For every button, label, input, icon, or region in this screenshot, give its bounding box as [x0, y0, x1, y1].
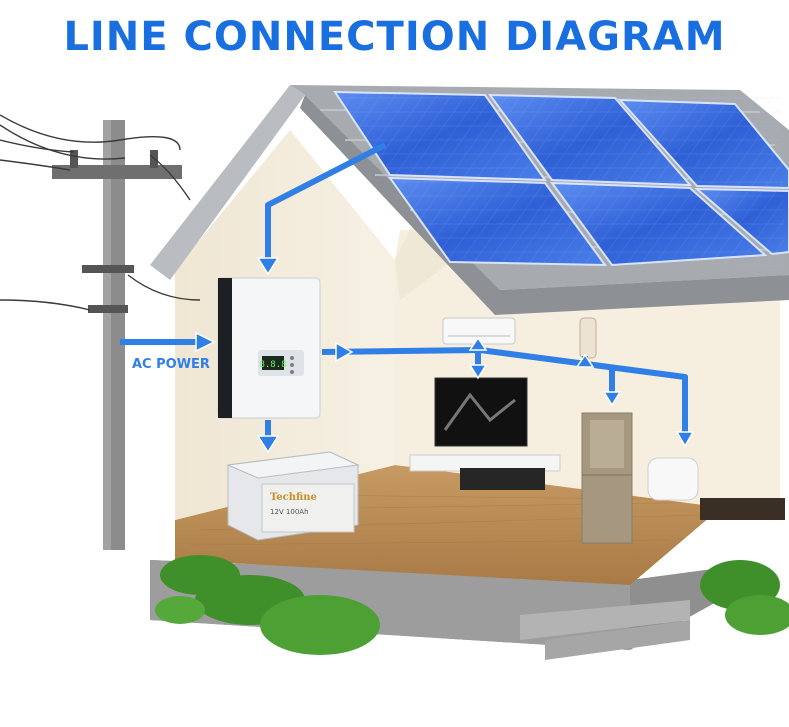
solar-to-inverter-line [265, 142, 387, 262]
battery-icon: Techfine 12V 100Ah [226, 451, 360, 541]
diagram-title: LINE CONNECTION DIAGRAM [63, 14, 726, 60]
ac-power-label: AC POWER [132, 357, 210, 372]
arrow-right-load [335, 341, 354, 363]
arrow-down-inverter [256, 257, 280, 276]
flow-arrows [195, 257, 695, 454]
tv-icon [409, 377, 561, 490]
appliance-icon [647, 457, 785, 520]
lamp-icon [579, 317, 597, 359]
arrow-down-tv [468, 364, 488, 380]
solar-panel-array [330, 90, 789, 270]
arrow-right-ac [195, 331, 216, 353]
arrow-up-ac-unit [468, 336, 488, 351]
arrow-up-lamp [575, 353, 595, 368]
battery-spec: 12V 100Ah [270, 508, 309, 516]
air-conditioner-icon [442, 317, 516, 345]
utility-pole-icon [0, 114, 201, 550]
inverter-display: 8.8.8 [259, 360, 286, 370]
plant-icon [155, 555, 789, 655]
arrow-down-appliance [675, 431, 695, 448]
arrow-down-fridge [602, 391, 622, 407]
battery-brand: Techfine [270, 492, 317, 503]
refrigerator-icon [581, 412, 633, 544]
inverter-icon: 8.8.8 [217, 277, 321, 419]
arrow-down-battery [256, 435, 280, 454]
